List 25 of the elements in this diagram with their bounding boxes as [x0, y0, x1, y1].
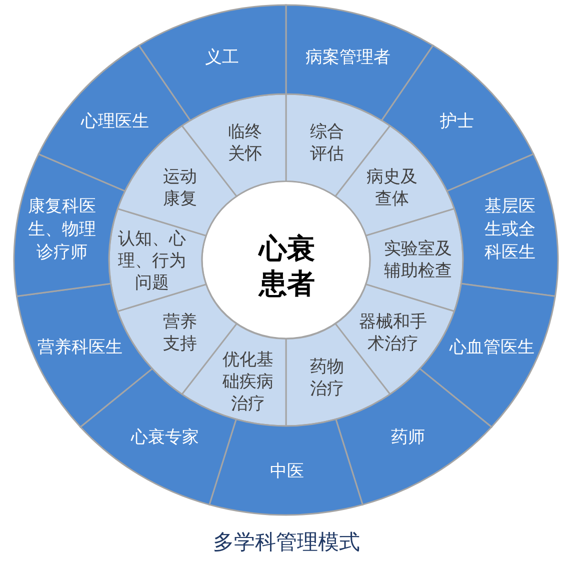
segment-label: 心衰专家: [130, 426, 200, 450]
center-label: 心衰患者: [258, 231, 316, 301]
segment-label: 药师: [390, 426, 426, 450]
segment-label: 器械和手术治疗: [358, 310, 428, 356]
ring-segment: [208, 418, 364, 516]
segment-label: 义工: [204, 46, 240, 70]
segment-label: 实验室及辅助检查: [383, 238, 453, 282]
segment-label: 运动康复: [162, 166, 198, 210]
segment-label: 康复科医生、物理诊疗师: [27, 196, 97, 264]
segment-label: 基层医生或全科医生: [484, 196, 536, 264]
segment-label: 心血管医生: [448, 336, 536, 360]
segment-label: 营养科医生: [36, 336, 124, 360]
segment-label: 病案管理者: [304, 46, 392, 70]
ring-segment: [285, 4, 435, 122]
segment-label: 药物治疗: [309, 356, 345, 400]
segment-label: 认知、心理、行为问题: [117, 228, 187, 294]
segment-label: 优化基础疾病治疗: [222, 348, 274, 416]
segment-label: 临终关怀: [227, 120, 263, 166]
segment-label: 心理医生: [80, 110, 150, 134]
segment-label: 护士: [439, 110, 475, 134]
segment-label: 综合评估: [309, 120, 345, 166]
segment-label: 病史及查体: [366, 166, 418, 210]
segment-label: 营养支持: [162, 310, 198, 356]
caption: 多学科管理模式: [213, 530, 360, 554]
segment-label: 中医: [269, 460, 305, 484]
